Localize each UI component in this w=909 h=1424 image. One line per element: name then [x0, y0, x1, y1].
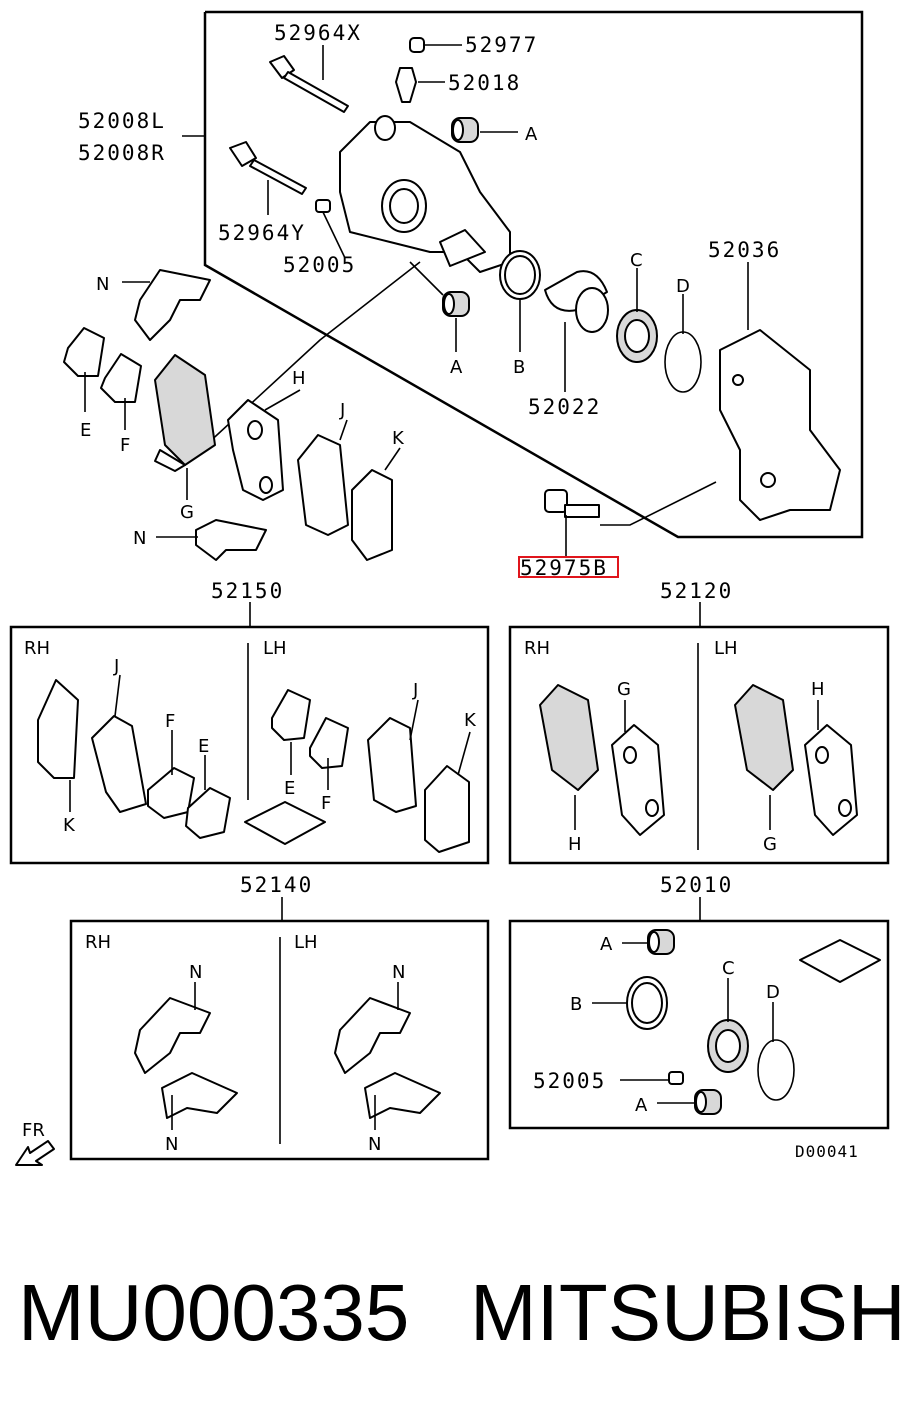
kit-52150-frame [9, 625, 490, 865]
label-c-top: C [630, 250, 643, 271]
label-52120-lh: LH [714, 638, 738, 659]
label-52120: 52120 [660, 579, 733, 603]
label-52140-n1: N [189, 962, 202, 983]
shim-k [351, 469, 393, 561]
piston-seal [499, 250, 541, 300]
label-52008R: 52008R [78, 141, 166, 165]
label-52010-a1: A [600, 934, 613, 955]
label-52150-k-rh: K [63, 815, 76, 836]
label-f-top: F [120, 435, 130, 456]
boot-a-top [451, 117, 479, 143]
highlight-box [518, 556, 619, 578]
bleeder-screw [395, 67, 417, 103]
label-52120-g-lh: G [763, 834, 777, 855]
label-52150-lh: LH [263, 638, 287, 659]
label-d-top: D [676, 276, 690, 297]
label-52005: 52005 [283, 253, 356, 277]
label-52010-b: B [570, 994, 582, 1015]
label-52140: 52140 [240, 873, 313, 897]
label-k-top: K [392, 428, 405, 449]
label-52150: 52150 [211, 579, 284, 603]
label-52018: 52018 [448, 71, 521, 95]
boot-a-bottom [442, 291, 470, 317]
label-52140-n4: N [368, 1134, 381, 1155]
guide-bolt-x [269, 55, 349, 113]
label-52140-lh: LH [294, 932, 318, 953]
label-52120-h-rh: H [568, 834, 582, 855]
kit-52120-frame [508, 625, 890, 865]
label-fr: FR [22, 1120, 45, 1141]
pad-g [154, 354, 216, 472]
label-52150-k-lh: K [464, 710, 477, 731]
label-52120-h-lh: H [811, 679, 825, 700]
label-52140-n3: N [392, 962, 405, 983]
label-n-bottom: N [133, 528, 146, 549]
label-n-top: N [96, 274, 109, 295]
label-52140-n2: N [165, 1134, 178, 1155]
drawing-code: D00041 [795, 1142, 859, 1161]
shim-n-bottom [195, 519, 267, 561]
pad-h [227, 399, 284, 501]
shim-j [297, 434, 349, 536]
label-52010-c: C [722, 958, 735, 979]
label-52036: 52036 [708, 238, 781, 262]
label-52120-rh: RH [524, 638, 550, 659]
label-a-top: A [525, 124, 538, 145]
label-h-top: H [292, 368, 306, 389]
shim-f [100, 353, 142, 403]
label-52120-g-rh: G [617, 679, 631, 700]
label-52150-e-rh: E [198, 736, 209, 757]
support-bolt [544, 489, 600, 518]
label-a-bottom: A [450, 357, 463, 378]
label-52010-a2: A [635, 1095, 648, 1116]
label-52975B: 52975B [520, 556, 608, 580]
bleeder-cap [409, 37, 425, 53]
piston [544, 270, 609, 333]
label-52010-d: D [766, 982, 780, 1003]
boot-ring [664, 331, 702, 393]
label-52022: 52022 [528, 395, 601, 419]
label-j-top: J [339, 400, 345, 421]
shim-n-top [134, 269, 211, 341]
label-52150-f-rh: F [165, 711, 175, 732]
front-arrow-icon [15, 1140, 55, 1166]
label-e-top: E [80, 420, 91, 441]
caliper-support [719, 329, 841, 521]
footer-part-number: MU000335 [18, 1268, 409, 1357]
kit-52140-frame [69, 919, 490, 1161]
label-52964Y: 52964Y [218, 221, 306, 245]
label-52150-j-lh: J [412, 680, 418, 701]
footer-brand: MITSUBISHI [470, 1268, 909, 1357]
label-52008L: 52008L [78, 109, 166, 133]
label-52140-rh: RH [85, 932, 111, 953]
label-52150-rh: RH [24, 638, 50, 659]
caliper-assembly-frame [203, 10, 864, 539]
shim-e [63, 327, 105, 377]
label-52010-52005: 52005 [533, 1069, 606, 1093]
label-b-top: B [513, 357, 525, 378]
dust-boot [616, 309, 658, 363]
label-52010: 52010 [660, 873, 733, 897]
guide-bolt-y [229, 141, 307, 195]
label-52977: 52977 [465, 33, 538, 57]
label-52964X: 52964X [274, 21, 362, 45]
bushing-small [315, 199, 331, 213]
caliper-body [339, 115, 511, 273]
label-52150-f-lh: F [321, 793, 331, 814]
label-g-top: G [180, 502, 194, 523]
kit-52010-frame [508, 919, 890, 1130]
label-52150-e-lh: E [284, 778, 295, 799]
label-52150-j-rh: J [113, 656, 119, 677]
